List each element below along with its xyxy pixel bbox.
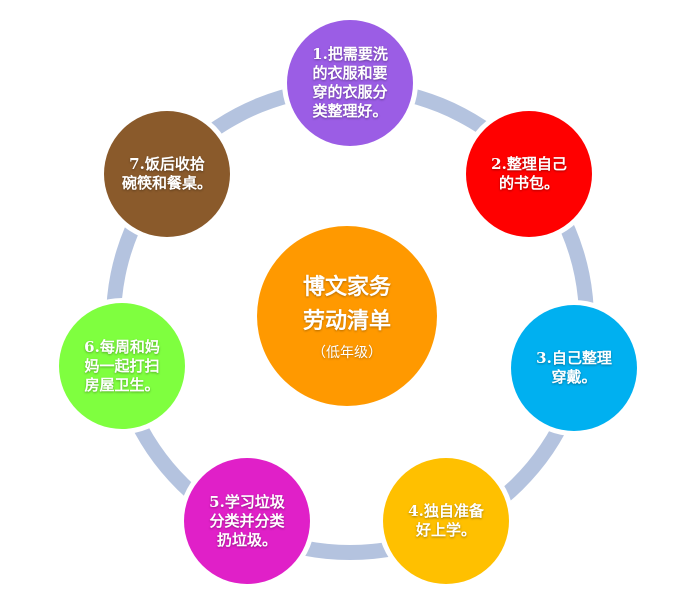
item-7-text: 7.饭后收拾 碗筷和餐桌。 [121, 155, 212, 192]
item-2-text: 2.整理自己 的书包。 [491, 155, 567, 192]
item-5-circle: 5.学习垃圾 分类并分类 扔垃圾。 [184, 458, 310, 584]
center-subtitle: （低年级） [312, 345, 382, 361]
item-3-circle: 3.自己整理 穿戴。 [511, 305, 637, 431]
center-title-line-1: 博文家务 [302, 274, 391, 300]
item-7-circle: 7.饭后收拾 碗筷和餐桌。 [104, 111, 230, 237]
item-5-text: 5.学习垃圾 分类并分类 扔垃圾。 [209, 492, 285, 549]
center-title-line-2: 劳动清单 [302, 308, 391, 334]
item-4-text: 4.独自准备 好上学。 [408, 502, 484, 539]
item-3-text: 3.自己整理 穿戴。 [536, 349, 612, 386]
item-6-text: 6.每周和妈 妈一起打扫 房屋卫生。 [84, 337, 160, 394]
center-title-circle: 博文家务 劳动清单 （低年级） [257, 226, 437, 406]
item-4-circle: 4.独自准备 好上学。 [383, 458, 509, 584]
item-1-circle: 1.把需要洗 的衣服和要 穿的衣服分 类整理好。 [287, 20, 413, 146]
item-1-text: 1.把需要洗 的衣服和要 穿的衣服分 类整理好。 [312, 45, 388, 120]
item-2-circle: 2.整理自己 的书包。 [466, 111, 592, 237]
item-6-circle: 6.每周和妈 妈一起打扫 房屋卫生。 [59, 303, 185, 429]
